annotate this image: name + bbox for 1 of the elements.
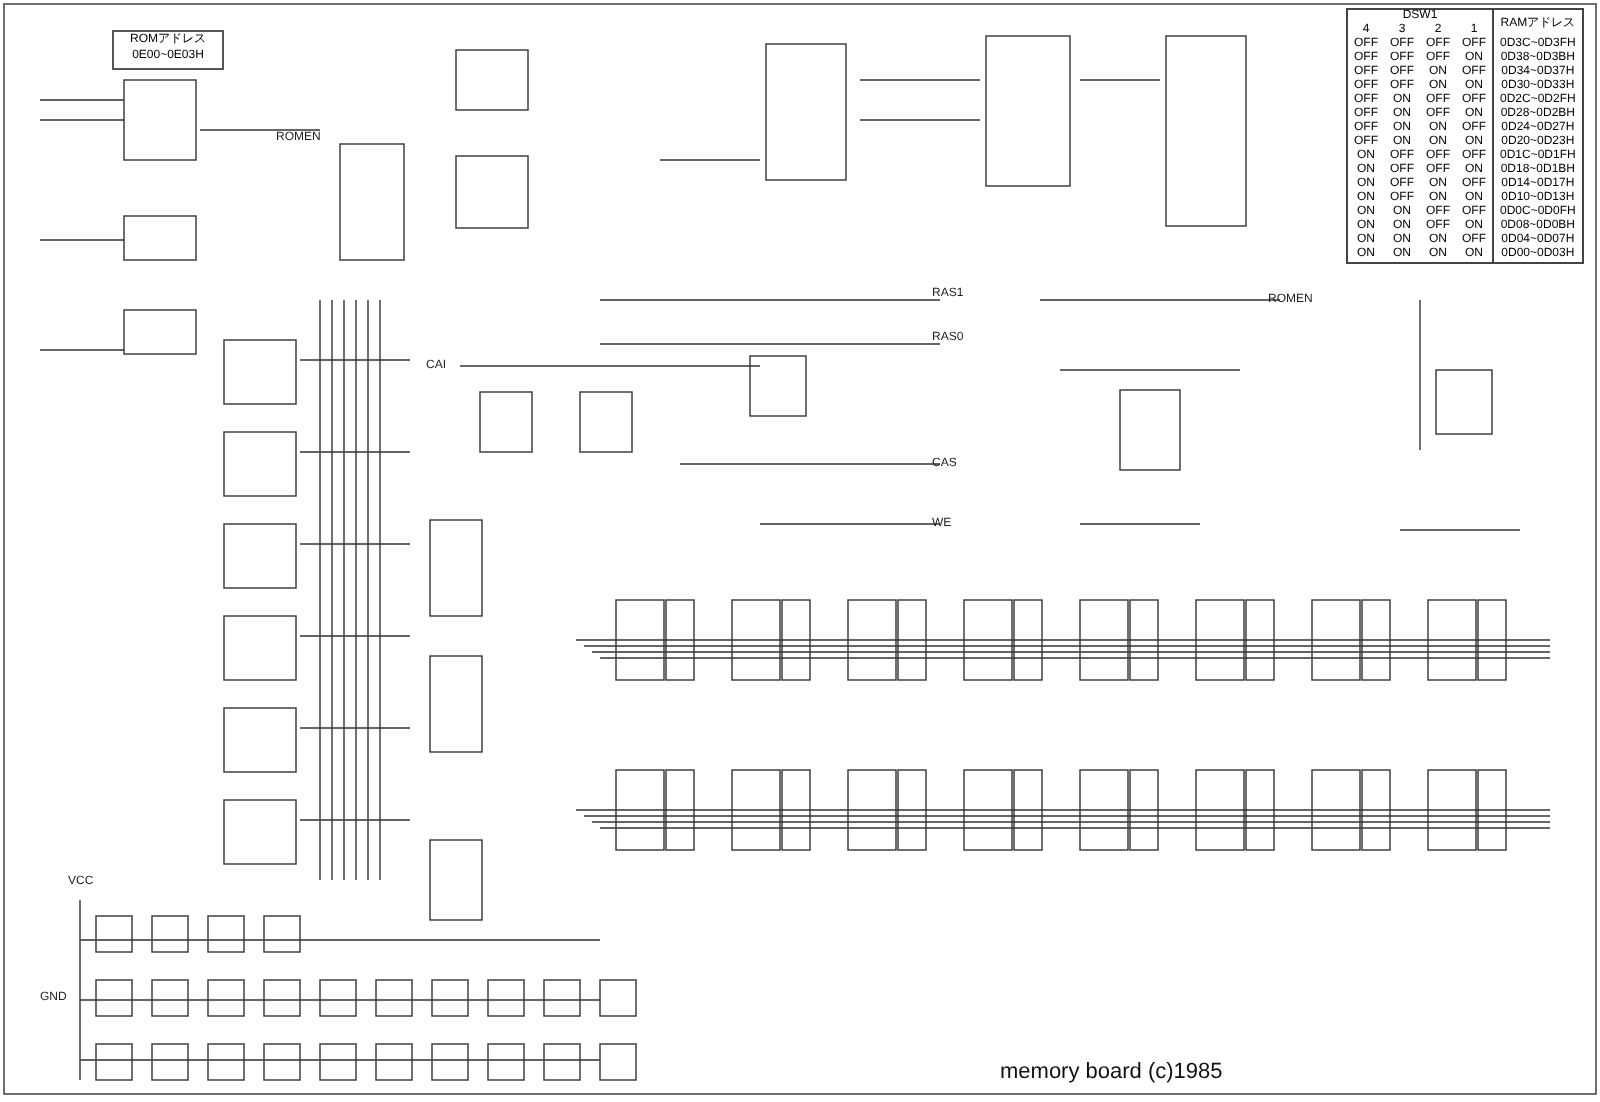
caption: memory board (c)1985 — [1000, 1060, 1223, 1084]
